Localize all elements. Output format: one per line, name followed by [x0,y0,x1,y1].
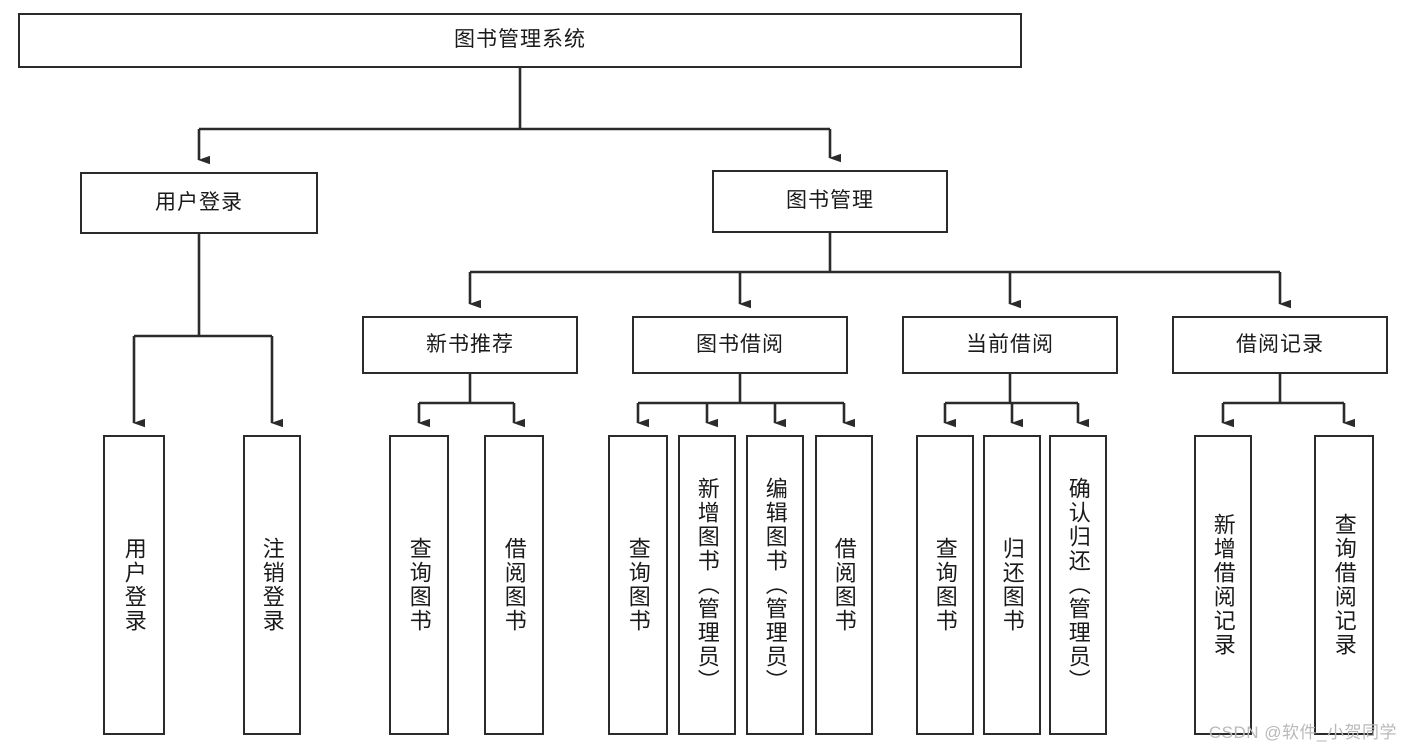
node-leaf-borrow-book-newbook[interactable]: 借阅图书 [484,435,544,735]
node-label: 图书管理系统 [454,28,586,52]
node-leaf-edit-book-admin[interactable]: 编辑图书（管理员） [746,435,804,735]
node-user-login[interactable]: 用户登录 [80,172,318,234]
node-leaf-query-book-newbook[interactable]: 查询图书 [389,435,449,735]
node-leaf-add-book-admin[interactable]: 新增图书（管理员） [678,435,736,735]
node-label: 借阅记录 [1236,332,1324,356]
node-leaf-query-book-borrow[interactable]: 查询图书 [608,435,668,735]
node-book-borrow[interactable]: 图书借阅 [632,316,848,374]
node-label: 查询图书 [932,537,958,633]
node-label: 新增图书（管理员） [694,477,720,693]
node-label: 查询图书 [625,537,651,633]
node-leaf-logout[interactable]: 注销登录 [243,435,301,735]
node-label: 注销登录 [259,537,285,633]
node-new-book-recommend[interactable]: 新书推荐 [362,316,578,374]
node-label: 新书推荐 [426,332,514,356]
node-book-management[interactable]: 图书管理 [712,170,948,233]
node-leaf-add-borrow-record[interactable]: 新增借阅记录 [1194,435,1252,735]
node-label: 图书管理 [786,189,874,213]
node-leaf-borrow-book[interactable]: 借阅图书 [815,435,873,735]
node-leaf-user-login[interactable]: 用户登录 [103,435,165,735]
node-label: 图书借阅 [696,332,784,356]
node-label: 查询图书 [406,537,432,633]
node-leaf-query-book-current[interactable]: 查询图书 [916,435,974,735]
node-leaf-query-borrow-record[interactable]: 查询借阅记录 [1314,435,1374,735]
node-label: 用户登录 [121,537,147,633]
node-leaf-confirm-return-admin[interactable]: 确认归还（管理员） [1049,435,1107,735]
node-leaf-return-book[interactable]: 归还图书 [983,435,1041,735]
node-label: 借阅图书 [501,537,527,633]
node-label: 新增借阅记录 [1210,513,1236,657]
node-label: 归还图书 [999,537,1025,633]
node-root-system[interactable]: 图书管理系统 [18,13,1022,68]
node-label: 借阅图书 [831,537,857,633]
node-borrow-record[interactable]: 借阅记录 [1172,316,1388,374]
node-label: 编辑图书（管理员） [762,477,788,693]
node-label: 当前借阅 [966,332,1054,356]
node-label: 查询借阅记录 [1331,513,1357,657]
node-current-borrow[interactable]: 当前借阅 [902,316,1118,374]
node-label: 用户登录 [155,190,243,214]
node-label: 确认归还（管理员） [1065,477,1091,693]
